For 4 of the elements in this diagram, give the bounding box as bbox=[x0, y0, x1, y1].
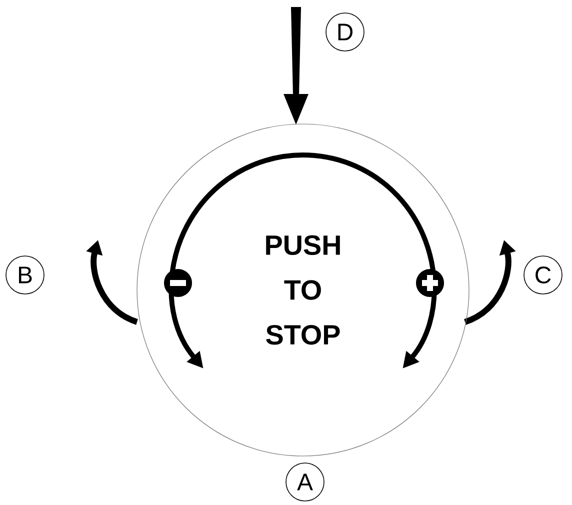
circled-letter: A bbox=[286, 462, 324, 502]
circled-letter: D bbox=[326, 12, 364, 52]
circled-letter: C bbox=[524, 256, 562, 294]
circled-letter: B bbox=[6, 256, 44, 294]
